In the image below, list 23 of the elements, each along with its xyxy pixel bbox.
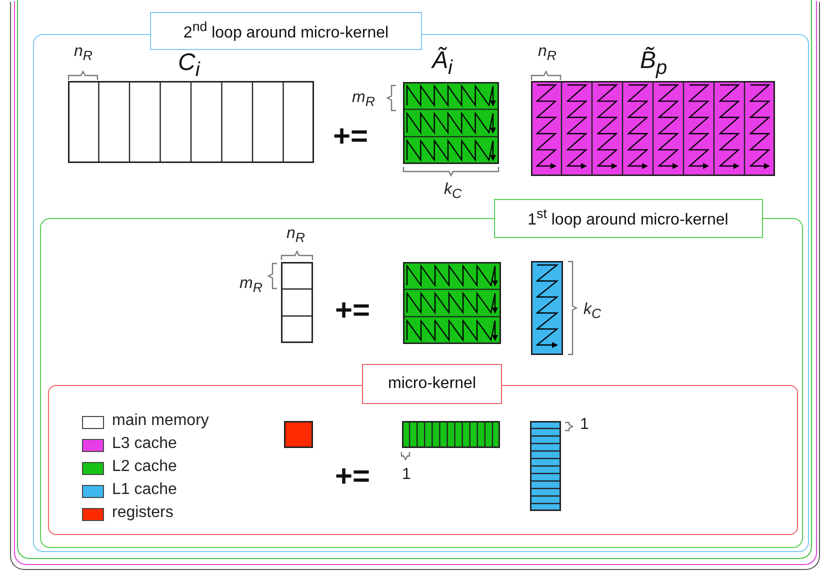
dimension-label: n$_{R}$ [74,43,93,64]
operator-symbol: += [335,460,370,494]
legend-label: L2 cache [112,458,177,476]
legend-label: L3 cache [112,435,177,453]
dimension-label: n$_{R}$ [538,43,557,64]
legend-label: registers [112,504,174,522]
dimension-label: 1 [402,466,411,484]
matrix-label: C$_{i}$ [178,49,200,82]
legend-label: L1 cache [112,481,177,499]
frame-title: micro-kernel [362,364,502,404]
dimension-label: m$_{R}$ [352,89,375,110]
matrix-label: Ã$_{i}$ [432,47,452,80]
matrix-label: B̃$_{p}$ [640,47,668,80]
dimension-label: 1 [580,416,589,434]
frame-title: 2$^{nd}$ loop around micro-kernel [150,12,422,50]
dimension-label: m$_{R}$ [240,274,262,295]
operator-symbol: += [335,294,370,328]
legend-label: main memory [112,412,209,430]
frame-title: 1$^{st}$ loop around micro-kernel [494,198,762,238]
dimension-label: n$_{R}$ [286,224,306,245]
dimension-label: k$_{C}$ [444,181,462,202]
dimension-label: k$_{C}$ [584,300,602,321]
operator-symbol: += [333,120,368,154]
